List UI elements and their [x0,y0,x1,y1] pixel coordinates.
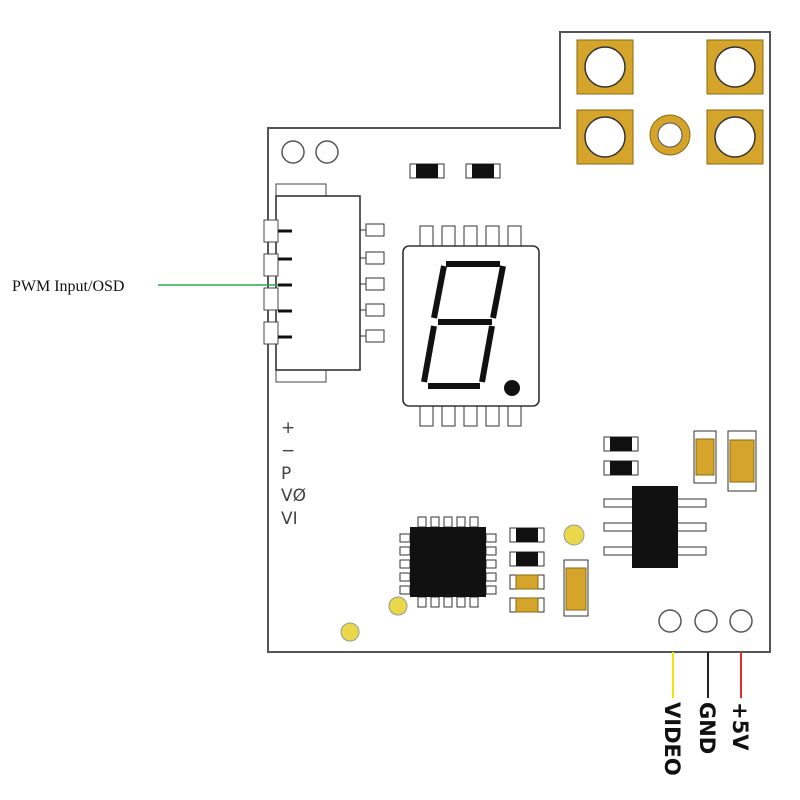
seven-segment-display [402,225,540,427]
tantalum-capacitor [563,559,589,617]
smd-resistor [509,551,545,567]
test-pad [388,596,408,616]
tantalum-capacitor [693,430,717,484]
voltage-regulator [603,486,707,568]
video-solder-hole [658,609,682,633]
power-pad [706,39,764,95]
smd-resistor [509,527,545,543]
pwm-connector [263,183,385,383]
power-pad [576,109,634,165]
smd-resistor [465,163,501,179]
gnd-wire-label: GND [695,702,719,754]
video-wire-label: VIDEO [660,702,684,776]
smd-resistor [409,163,445,179]
power-pad [576,39,634,95]
test-pad [563,524,585,546]
smd-resistor [603,460,639,476]
silk-minus: − [281,441,295,461]
power-wire-label: +5V [728,702,752,751]
mount-hole [315,140,339,164]
power-pad [706,109,764,165]
silk-p: P [281,464,291,484]
mount-hole [281,140,305,164]
smd-capacitor [509,597,545,613]
decimal-point [504,380,520,396]
power-solder-hole [729,609,753,633]
callout-label: PWM Input/OSD [12,278,124,295]
silk-plus: + [281,418,295,438]
tantalum-capacitor [727,430,757,492]
smd-resistor [603,436,639,452]
gnd-solder-hole [694,609,718,633]
smd-capacitor [509,574,545,590]
microcontroller-chip [399,516,497,608]
test-pad [340,622,360,642]
silk-vi: VI [281,509,298,529]
silk-vo: VØ [281,486,306,506]
